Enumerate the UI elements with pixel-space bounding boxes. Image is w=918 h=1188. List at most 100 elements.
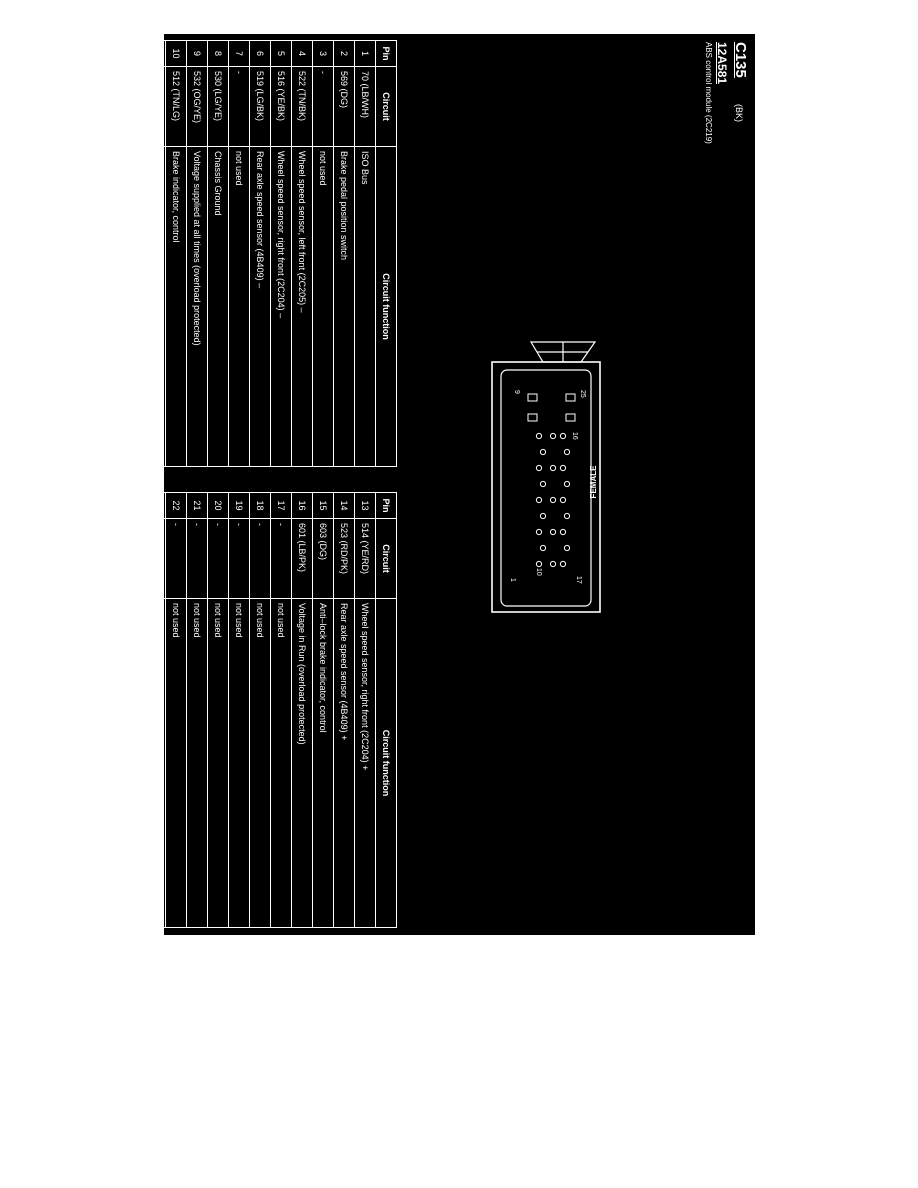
pin-cell: 22 [165, 492, 187, 519]
pin-cell: 18 [249, 492, 271, 519]
connector-latch [529, 341, 597, 363]
circuit-function-cell: Wheel speed sensor, right front (2C204) … [270, 146, 292, 467]
circuit-function-cell: Wheel speed sensor, right front (2C204) … [354, 598, 376, 928]
circuit-cell: 512 (TN/LG) [165, 66, 187, 147]
header-circuit-function: Circuit function [375, 146, 397, 467]
circuit-cell: - [228, 518, 250, 599]
table-row: 18-not used [249, 492, 271, 928]
circuit-cell: 601 (LB/PK) [291, 518, 313, 599]
circuit-function-cell: Anti–lock brake indicator, control [312, 598, 334, 928]
circuit-function-cell: not used [249, 598, 271, 928]
cavity-number-label: 17 [575, 576, 582, 584]
pin-cavity-large [565, 413, 576, 422]
circuit-function-cell: not used [164, 598, 166, 928]
pin-cell: 17 [270, 492, 292, 519]
female-label: FEMALE [589, 465, 598, 499]
circuit-cell: 603 (DG) [312, 518, 334, 599]
circuit-function-cell: not used [165, 598, 187, 928]
circuit-cell: - [164, 518, 166, 599]
circuit-function-cell: not used [186, 598, 208, 928]
circuit-function-cell: Rear axle speed sensor (4B409) + [333, 598, 355, 928]
circuit-function-cell: Voltage in Run (overload protected) [291, 598, 313, 928]
pin-cavity [563, 512, 571, 520]
connector-sheet: C135 (BK) 12A581 ABS control module (2C2… [164, 34, 755, 935]
circuit-cell: 532 (OG/YE) [186, 66, 208, 147]
cavity-number-label: 16 [571, 432, 578, 440]
circuit-function-cell: Brake pedal position switch [333, 146, 355, 467]
pin-cell: 15 [312, 492, 334, 519]
pin-cavity [539, 448, 547, 456]
circuit-cell: - [228, 66, 250, 147]
pin-cavities [527, 393, 576, 568]
pin-cavity [563, 448, 571, 456]
pin-cavity [559, 528, 567, 536]
table-row: 20-not used [207, 492, 229, 928]
circuit-function-cell: Voltage supplied at all times (overload … [186, 146, 208, 467]
circuit-function-cell: not used [270, 598, 292, 928]
cavity-number-label: 25 [579, 390, 586, 398]
pin-cavity-large [527, 413, 538, 422]
pin-cell: 9 [186, 40, 208, 67]
connector-description: ABS control module (2C219) [704, 42, 713, 144]
circuit-function-cell: Chassis Ground [207, 146, 229, 467]
table-row: 7-not used [228, 40, 250, 467]
table-row: 3-not used [312, 40, 334, 467]
pin-cell: 6 [249, 40, 271, 67]
table-row: 11-not used [164, 40, 166, 467]
header-pin: Pin [375, 492, 397, 519]
part-number: 12A581 [715, 42, 729, 85]
circuit-cell: - [164, 66, 166, 147]
pin-cell: 3 [312, 40, 334, 67]
pin-cavity [535, 432, 543, 440]
pin-cell: 13 [354, 492, 376, 519]
table-row: 21-not used [186, 492, 208, 928]
pin-cavity [549, 464, 557, 472]
rotated-content: C135 (BK) 12A581 ABS control module (2C2… [164, 34, 755, 935]
circuit-cell: 523 (RD/PK) [333, 518, 355, 599]
pin-cell: 20 [207, 492, 229, 519]
pin-cavity [535, 560, 543, 568]
pin-cell: 11 [164, 40, 166, 67]
circuit-cell: - [270, 518, 292, 599]
circuit-cell: - [249, 518, 271, 599]
circuit-cell: - [207, 518, 229, 599]
cavity-number-label: 10 [535, 568, 542, 576]
connector-color: (BK) [734, 104, 744, 122]
pin-cavity [535, 464, 543, 472]
circuit-cell: - [186, 518, 208, 599]
pin-cell: 14 [333, 492, 355, 519]
circuit-function-cell: not used [228, 598, 250, 928]
pin-cavity [549, 528, 557, 536]
table-row: 17-not used [270, 492, 292, 928]
pin-cell: 8 [207, 40, 229, 67]
circuit-cell: 70 (LB/WH) [354, 66, 376, 147]
circuit-cell: - [165, 518, 187, 599]
pin-cavity [559, 496, 567, 504]
header-circuit: Circuit [375, 518, 397, 599]
pin-cavity [539, 512, 547, 520]
pin-cavity [549, 560, 557, 568]
pin-cell: 16 [291, 492, 313, 519]
connector-code: C135 [732, 42, 749, 78]
table-header-row: Pin Circuit Circuit function [375, 492, 397, 928]
circuit-cell: 569 (DG) [333, 66, 355, 147]
pin-cavity [563, 544, 571, 552]
pin-cell: 7 [228, 40, 250, 67]
pin-cavity [559, 464, 567, 472]
header-circuit: Circuit [375, 66, 397, 147]
cavity-number-label: 9 [513, 390, 520, 394]
pin-cell: 5 [270, 40, 292, 67]
